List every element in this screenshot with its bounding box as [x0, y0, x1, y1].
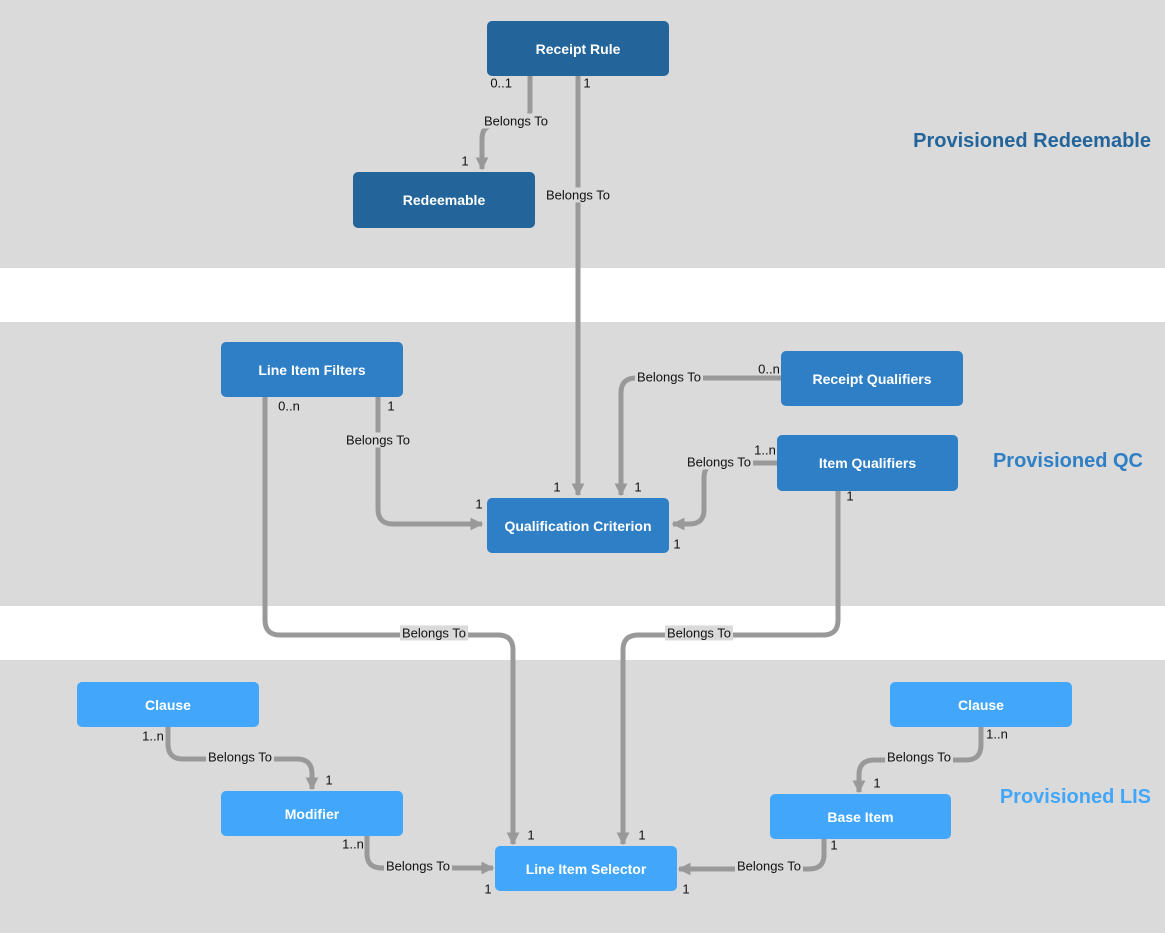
- edge-target-multiplicity: 1: [634, 479, 641, 494]
- edge-source-multiplicity: 0..n: [758, 361, 780, 376]
- edge-connector: [262, 397, 520, 846]
- edge-source-multiplicity: 0..1: [490, 75, 512, 90]
- node-modifier[interactable]: Modifier: [221, 791, 403, 836]
- node-redeemable[interactable]: Redeemable: [353, 172, 535, 228]
- edge-label: Belongs To: [546, 187, 610, 202]
- edge-target-multiplicity: 1: [461, 153, 468, 168]
- edge-source-multiplicity: 1..n: [342, 836, 364, 851]
- edge-label-background: [734, 858, 804, 874]
- edge-target-multiplicity: 1: [484, 881, 491, 896]
- edge-target-multiplicity: 1: [475, 496, 482, 511]
- edge-label-background: [205, 749, 275, 765]
- edge-connector: [677, 839, 827, 876]
- edge-label: Belongs To: [887, 749, 951, 764]
- edge-label-background: [383, 858, 453, 874]
- edge-label-background: [634, 369, 704, 385]
- edge-label-background: [684, 454, 754, 470]
- section-title-redeemable: Provisioned Redeemable: [913, 130, 1151, 152]
- edge-label: Belongs To: [737, 858, 801, 873]
- node-base-item[interactable]: Base Item: [770, 794, 951, 839]
- edge-label-background: [543, 187, 613, 203]
- edge-label-background: [399, 625, 469, 641]
- edge-label: Belongs To: [484, 113, 548, 128]
- edge-label: Belongs To: [402, 625, 466, 640]
- node-line-item-selector[interactable]: Line Item Selector: [495, 846, 677, 891]
- edge-target-multiplicity: 1: [673, 536, 680, 551]
- node-receipt-rule[interactable]: Receipt Rule: [487, 21, 669, 76]
- edge-target-multiplicity: 1: [638, 827, 645, 842]
- edge-label-background: [481, 113, 551, 129]
- node-clause-right[interactable]: Clause: [890, 682, 1072, 727]
- edge-connector: [364, 836, 495, 875]
- section-band-qc: [0, 322, 1165, 606]
- edge-source-multiplicity: 1..n: [754, 442, 776, 457]
- edge-source-multiplicity: 0..n: [278, 398, 300, 413]
- edge-source-multiplicity: 1..n: [986, 726, 1008, 741]
- node-qualification-criterion[interactable]: Qualification Criterion: [487, 498, 669, 553]
- edge-target-multiplicity: 1: [553, 479, 560, 494]
- edge-label-background: [343, 432, 413, 448]
- edge-label-background: [884, 749, 954, 765]
- edge-target-multiplicity: 1: [325, 772, 332, 787]
- edge-label-background: [664, 625, 734, 641]
- edge-target-multiplicity: 1: [682, 881, 689, 896]
- node-receipt-qualifiers[interactable]: Receipt Qualifiers: [781, 351, 963, 406]
- edge-connector: [671, 460, 777, 531]
- section-title-qc: Provisioned QC: [992, 450, 1143, 472]
- section-title-lis: Provisioned LIS: [999, 786, 1151, 808]
- edge-connector: [375, 397, 484, 531]
- edge-source-multiplicity: 1..n: [142, 728, 164, 743]
- edge-label: Belongs To: [346, 432, 410, 447]
- edge-label: Belongs To: [208, 749, 272, 764]
- edge-label: Belongs To: [386, 858, 450, 873]
- node-line-item-filters[interactable]: Line Item Filters: [221, 342, 403, 397]
- node-item-qualifiers[interactable]: Item Qualifiers: [777, 435, 958, 491]
- edge-label: Belongs To: [687, 454, 751, 469]
- edge-label: Belongs To: [667, 625, 731, 640]
- edge-source-multiplicity: 1: [846, 488, 853, 503]
- edge-label: Belongs To: [637, 369, 701, 384]
- edge-connector: [614, 375, 781, 497]
- node-clause-left[interactable]: Clause: [77, 682, 259, 727]
- edge-target-multiplicity: 1: [873, 775, 880, 790]
- edge-source-multiplicity: 1: [583, 75, 590, 90]
- edge-source-multiplicity: 1: [830, 837, 837, 852]
- edge-target-multiplicity: 1: [527, 827, 534, 842]
- edge-source-multiplicity: 1: [387, 398, 394, 413]
